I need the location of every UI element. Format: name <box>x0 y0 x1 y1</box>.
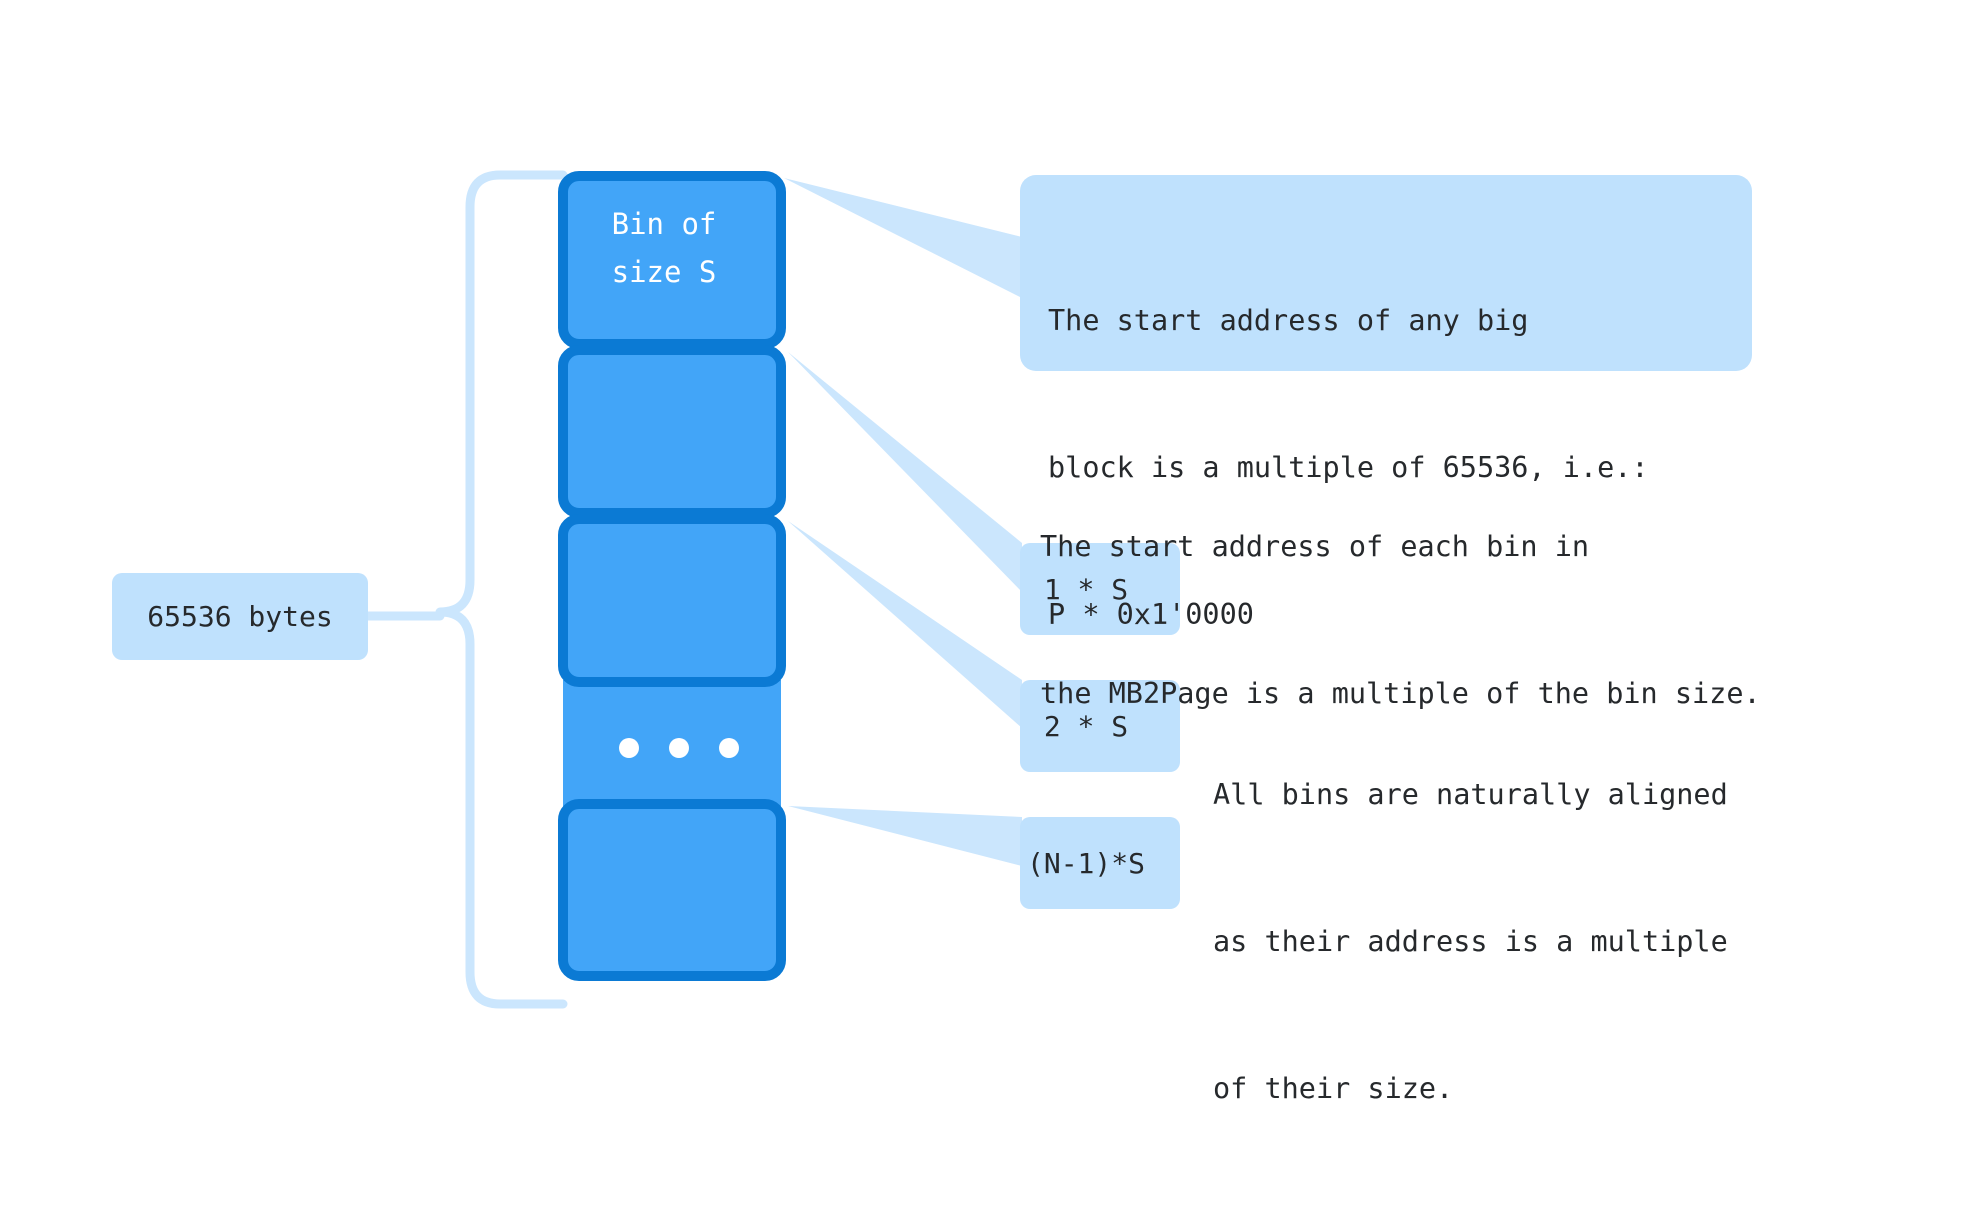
note-natural-alignment-line-3: of their size. <box>1213 1072 1454 1105</box>
note-natural-alignment: All bins are naturally aligned as their … <box>1213 672 1728 1211</box>
connector-wedge-1s <box>788 352 1022 592</box>
offset-label-1s: 1 * S <box>1043 572 1129 606</box>
ellipsis-dot-3 <box>719 738 739 758</box>
note-natural-alignment-line-1: All bins are naturally aligned <box>1213 778 1728 811</box>
diagram-vector-layer <box>112 170 1752 1009</box>
connector-wedges <box>784 178 1022 866</box>
callout-line-2: block is a multiple of 65536, i.e.: <box>1048 451 1649 484</box>
ellipsis-dot-1 <box>619 738 639 758</box>
note-bin-alignment-line-2: the MB2Page is a multiple of the bin siz… <box>1040 677 1761 710</box>
offset-label-n-1s: (N-1)*S <box>1026 846 1145 880</box>
bin-block-stack <box>558 171 786 981</box>
bin-block-0 <box>558 171 786 349</box>
size-bracket-label: 65536 bytes <box>147 600 333 633</box>
memory-layout-diagram: Bin of size S 65536 bytes The start addr… <box>112 170 1761 1105</box>
note-bin-alignment-line-1: The start address of each bin in <box>1040 530 1590 563</box>
ellipsis-dots <box>619 738 739 758</box>
connector-wedge-callout <box>784 178 1022 298</box>
note-bin-alignment: The start address of each bin in the MB2… <box>1040 424 1761 816</box>
offset-label-box-2s <box>1020 680 1180 772</box>
bin-block-last <box>558 799 786 981</box>
bin-block-1 <box>558 345 786 518</box>
size-bracket-label-box <box>112 573 368 660</box>
offset-label-2s: 2 * S <box>1043 709 1129 743</box>
callout-line-3: P * 0x1'0000 <box>1048 598 1254 631</box>
offset-label-box-n-1s <box>1020 817 1180 909</box>
ellipsis-dot-2 <box>669 738 689 758</box>
connector-wedge-n-1s <box>788 806 1022 866</box>
size-bracket <box>363 170 568 1009</box>
note-natural-alignment-line-2: as their address is a multiple <box>1213 925 1728 958</box>
callout-line-1: The start address of any big <box>1048 304 1529 337</box>
offset-label-box-1s <box>1020 543 1180 635</box>
callout-box <box>1020 175 1752 371</box>
connector-wedge-2s <box>788 521 1022 728</box>
bin-block-0-label: Bin of size S <box>611 207 717 289</box>
callout-text: The start address of any big block is a … <box>1048 198 1649 737</box>
bin-block-2 <box>558 514 786 687</box>
